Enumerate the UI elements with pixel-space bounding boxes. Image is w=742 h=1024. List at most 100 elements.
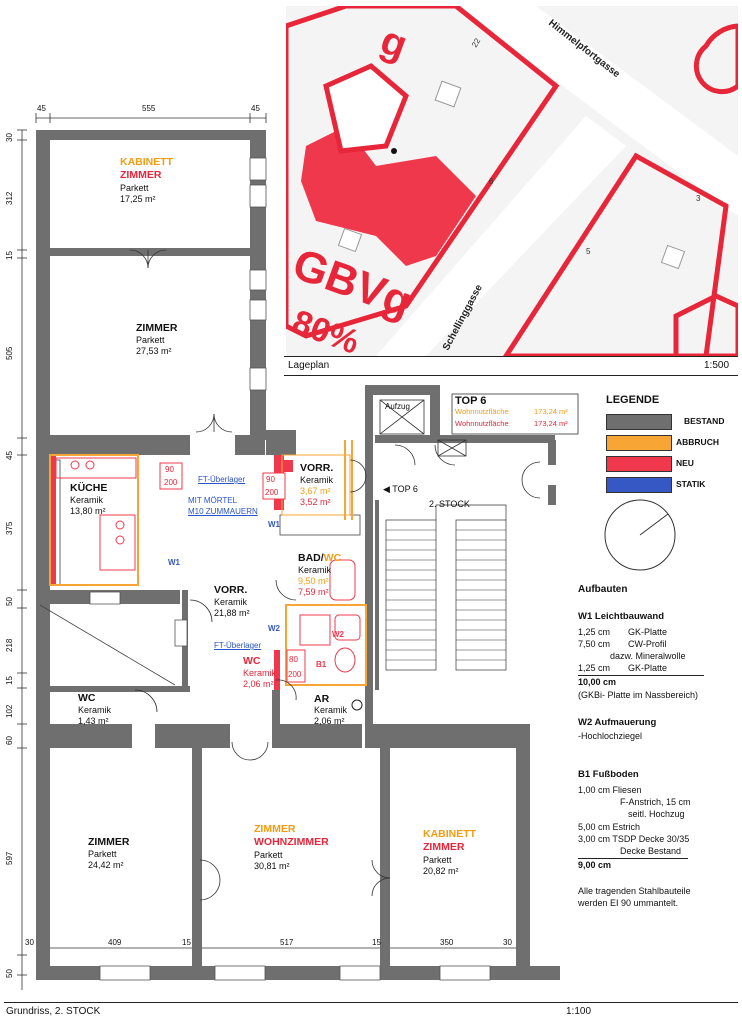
staircase <box>385 504 507 671</box>
room-zimmer1-floor: Parkett <box>136 335 165 345</box>
building-mass <box>301 126 476 266</box>
w1-l1-a: 1,25 cm <box>578 627 611 637</box>
room-kabinett1-area: 17,25 m² <box>120 194 156 204</box>
floorplan-scale: 1:100 <box>566 1006 592 1017</box>
dim-left-4: 505 <box>5 346 14 360</box>
street-schellinggasse <box>376 116 626 356</box>
lot-number-5: 5 <box>586 247 591 256</box>
label-top6-arrow: ◀ TOP 6 <box>383 484 418 494</box>
b1-sum-line <box>578 858 688 859</box>
dim-top-1: 45 <box>37 104 46 113</box>
dim-bottom-3: 15 <box>182 938 191 947</box>
note-dim-90a: 90 <box>165 465 174 474</box>
legend-label-neu: NEU <box>676 458 694 468</box>
top6-box <box>451 393 579 435</box>
aufbauten-title: Aufbauten <box>578 584 628 595</box>
room-vorr-small-name: VORR. <box>300 462 334 474</box>
lot-outline-3 <box>673 293 738 356</box>
room-wc-small-floor: Keramik <box>78 705 112 715</box>
dim-bottom-5: 15 <box>372 938 381 947</box>
room-zimmer1-name: ZIMMER <box>136 322 178 334</box>
note-b1: B1 <box>316 660 327 669</box>
dim-top-2: 555 <box>142 104 156 113</box>
room-ar-area: 2,06 m² <box>314 716 345 726</box>
note-w2: W2 <box>268 624 280 633</box>
w1-title: W1 Leichtbauwand <box>578 611 665 622</box>
lot-outline-1 <box>286 6 560 339</box>
b1-total: 9,00 cm <box>578 860 612 870</box>
label-2-stock: 2. STOCK <box>429 499 470 509</box>
site-plan-caption-bar <box>284 356 738 376</box>
lightwell-1 <box>434 80 462 108</box>
legend-label-statik: STATIK <box>676 479 706 489</box>
top6-title: TOP 6 <box>455 395 487 407</box>
b1-l4: 5,00 cm Estrich <box>578 822 641 832</box>
dim-left-6: 375 <box>5 521 14 535</box>
w2-line: -Hochlochziegel <box>578 731 643 741</box>
kitchen-fixtures <box>55 457 137 571</box>
lightwell-2 <box>337 227 363 253</box>
legend-swatch-bestand <box>606 414 672 430</box>
dim-left-1: 30 <box>5 133 14 142</box>
lot-number-6: 6 <box>489 177 494 186</box>
stair-treads <box>386 529 506 661</box>
note-mortel-1: MIT MÖRTEL <box>188 496 238 505</box>
room-wc-new-area: 2,06 m² <box>243 679 274 689</box>
legend-label-abbruch: ABBRUCH <box>676 437 719 447</box>
elevator-shaft <box>379 399 467 457</box>
legend-swatch-abbruch <box>606 435 672 451</box>
b1-l6: Decke Bestand <box>620 846 682 856</box>
courtyard-1 <box>323 63 409 154</box>
dim-left-3: 15 <box>5 251 14 260</box>
room-vorr-main-floor: Keramik <box>214 597 248 607</box>
w1-total: 10,00 cm <box>578 677 617 687</box>
legend-swatch-statik <box>606 477 672 493</box>
existing-walls <box>36 130 560 980</box>
dim-left-10: 102 <box>5 704 14 718</box>
dim-bottom-6: 350 <box>440 938 454 947</box>
b1-l2: F-Anstrich, 15 cm <box>620 797 691 807</box>
lot-outline-2 <box>503 152 729 356</box>
note-dim-90b: 90 <box>266 475 275 484</box>
b1-l5: 3,00 cm TSDP Decke 30/35 <box>578 834 690 844</box>
note-ft-ueberlager-1: FT-Überlager <box>198 475 246 484</box>
room-wohnzimmer-old: ZIMMER <box>254 823 296 835</box>
dimension-lines <box>17 113 530 990</box>
top6-row1-value: 173,24 m² <box>534 407 568 416</box>
room-kabinett1-new: ZIMMER <box>120 169 162 181</box>
note-w1: W1 <box>168 558 180 567</box>
room-zimmer2-name: ZIMMER <box>88 836 130 848</box>
street-himmelpfortgasse <box>456 6 738 216</box>
north-marker <box>391 148 397 154</box>
room-vorr-small-area-new: 3,52 m² <box>300 497 331 507</box>
room-wohnzimmer-floor: Parkett <box>254 850 283 860</box>
floorplan-caption-line <box>4 1002 738 1003</box>
note-dim-80: 80 <box>289 655 298 664</box>
dim-left-2: 312 <box>5 191 14 205</box>
site-plan: g GBVg 80% Himmelpfortgasse Schellinggas… <box>286 6 738 356</box>
w1-l3-b: dazw. Mineralwolle <box>610 651 686 661</box>
note-dim-200a: 200 <box>164 478 178 487</box>
room-kabinett2-floor: Parkett <box>423 855 452 865</box>
w1-note: (GKBi- Platte im Nassbereich) <box>578 690 699 700</box>
room-wc-new-name: WC <box>243 655 261 667</box>
steel-note-2: werden EI 90 ummantelt. <box>578 898 679 908</box>
room-zimmer2-floor: Parkett <box>88 849 117 859</box>
dim-left-8: 218 <box>5 638 14 652</box>
room-bad-name-new: WC <box>323 552 342 564</box>
w1-l1-b: GK-Platte <box>628 627 668 637</box>
floorplan-label: Grundriss, 2. STOCK <box>6 1006 101 1017</box>
room-kabinett2-old: KABINETT <box>423 828 477 840</box>
room-wc-small-area: 1,43 m² <box>78 716 109 726</box>
b1-l3: seitl. Hochzug <box>628 809 685 819</box>
top6-row2-value: 173,24 m² <box>534 419 568 428</box>
lightwell-3 <box>660 244 686 270</box>
dim-top-3: 45 <box>251 104 260 113</box>
room-kabinett2-new: ZIMMER <box>423 841 465 853</box>
legend-label-bestand: BESTAND <box>684 416 725 426</box>
note-mortel-2: M10 ZUMMAUERN <box>188 507 258 516</box>
site-plan-scale: 1:500 <box>704 360 730 371</box>
room-vorr-main-area: 21,88 m² <box>214 608 250 618</box>
site-plan-drawing: g GBVg 80% Himmelpfortgasse Schellinggas… <box>286 6 738 356</box>
